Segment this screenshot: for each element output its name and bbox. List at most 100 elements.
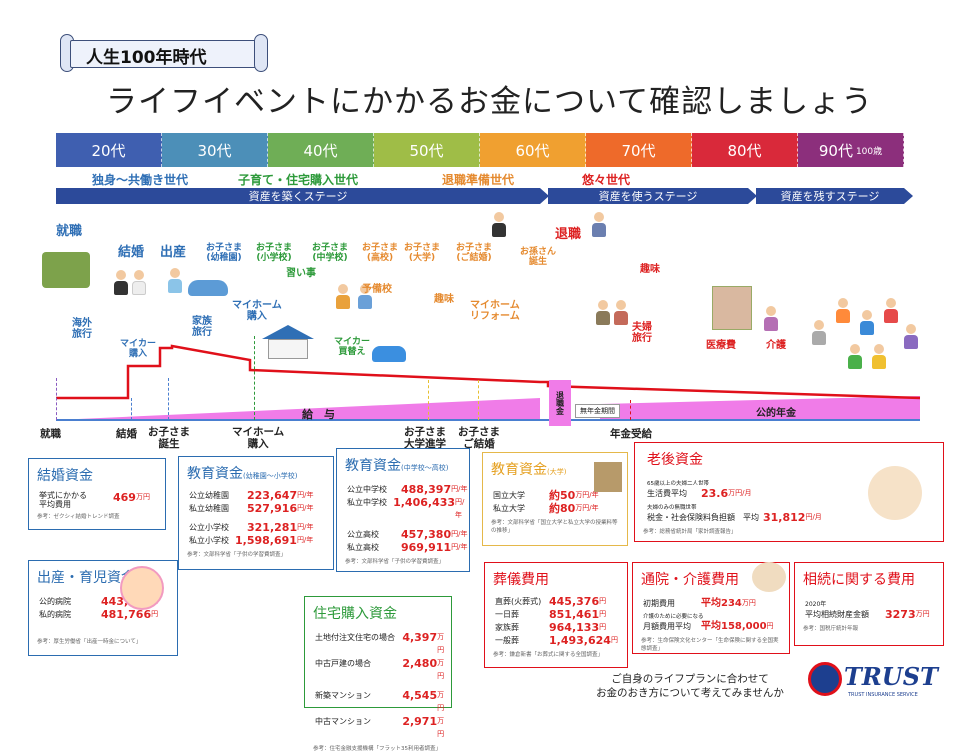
car-illustration — [372, 346, 406, 362]
age-label-3: 40代 — [303, 141, 338, 160]
age-segment-6: 70代 — [586, 133, 692, 167]
age-segment-1: 20代 — [56, 133, 162, 167]
age-last-suffix: 100歳 — [855, 146, 883, 157]
box-kyoiku-3-title: 教育資金 — [491, 462, 547, 478]
pension-area — [600, 396, 920, 420]
stage-label-3: 資産を残すステージ — [780, 190, 880, 203]
milestone-4: マイホーム 購入 — [232, 426, 285, 451]
age-label-2: 30代 — [197, 141, 232, 160]
box-kaigo-title: 通院・介護費用 — [641, 572, 739, 588]
age-label-6: 70代 — [621, 141, 656, 160]
elderly-couple-illustration — [868, 466, 922, 520]
stage-label-1: 資産を築くステージ — [248, 190, 348, 203]
age-label-4: 50代 — [409, 141, 444, 160]
box-jutaku-title: 住宅購入資金 — [313, 606, 397, 622]
event-kaigo: 介護 — [766, 340, 786, 351]
mother-baby-illustration — [120, 566, 164, 610]
age-label-8: 90代 — [818, 141, 853, 160]
age-segment-4: 50代 — [374, 133, 480, 167]
stage-bar-2: 資産を使うステージ — [548, 188, 757, 204]
event-myhome: マイホーム 購入 — [232, 300, 282, 322]
age-label-5: 60代 — [515, 141, 550, 160]
age-segment-7: 80代 — [692, 133, 798, 167]
event-naraigoto: 習い事 — [286, 268, 316, 279]
event-shussan: 出産 — [160, 245, 187, 260]
milestone-7: 年金受給 — [610, 428, 652, 440]
stage-bar-1: 資産を築くステージ — [56, 188, 549, 204]
event-child-2: お子さま (小学校) — [256, 243, 293, 263]
box-shussan-title: 出産・育児資金 — [37, 570, 135, 586]
event-kekkon: 結婚 — [118, 245, 145, 260]
event-mycar: マイカー 購入 — [120, 339, 157, 359]
event-child-3: お子さま (中学校) — [312, 243, 349, 263]
event-child-5: お子さま (大学) — [404, 243, 441, 263]
baby-figure — [168, 268, 182, 294]
guide-1 — [56, 378, 57, 420]
stage-bar-3: 資産を残すステージ — [756, 188, 913, 204]
event-mycar2: マイカー 買替え — [334, 337, 371, 357]
event-fufu: 夫婦 旅行 — [632, 322, 652, 344]
milestone-1: 就職 — [40, 428, 61, 440]
university-illustration — [594, 462, 622, 492]
event-reform: マイホーム リフォーム — [470, 300, 520, 322]
badge-text: 人生100年時代 — [86, 48, 207, 68]
guide-6 — [478, 380, 479, 420]
event-yobiko: 予備校 — [362, 284, 392, 295]
logo-subtext: TRUST INSURANCE SERVICE — [848, 692, 918, 698]
guide-7 — [630, 400, 631, 420]
salary-area — [56, 398, 540, 420]
salary-label: 給 与 — [302, 408, 335, 421]
box-kyoiku-2-title: 教育資金 — [345, 458, 401, 474]
scroll-paper — [70, 40, 260, 68]
guide-5 — [428, 380, 429, 420]
event-taishoku: 退職 — [555, 227, 582, 242]
groom-figure — [114, 270, 128, 296]
box-rogo-title: 老後資金 — [647, 452, 703, 468]
care-illustration — [752, 562, 786, 592]
milestone-5: お子さま 大学進学 — [404, 426, 446, 451]
event-child-1: お子さま (幼稚園) — [206, 243, 243, 263]
expense-line — [56, 344, 921, 400]
retiree-figure — [592, 212, 606, 238]
scroll-curl-right — [254, 34, 268, 72]
milestone-6: お子さま ご結婚 — [458, 426, 500, 451]
event-shumi2: 趣味 — [640, 264, 660, 275]
care-figure — [764, 306, 778, 332]
kid-figure-2 — [358, 284, 372, 310]
box-kekkon-title: 結婚資金 — [37, 468, 93, 484]
grandma-figure — [614, 300, 628, 326]
airplane-illustration — [188, 280, 228, 296]
age-segment-2: 30代 — [162, 133, 268, 167]
event-child-6: お子さま (ご結婚) — [456, 243, 493, 263]
grandpa-figure — [596, 300, 610, 326]
title-badge: 人生100年時代 — [58, 34, 268, 74]
kid-figure-1 — [336, 284, 350, 310]
event-kaigai: 海外 旅行 — [72, 318, 92, 340]
guide-4 — [254, 336, 255, 420]
stage-label-2: 資産を使うステージ — [598, 190, 698, 203]
event-iryo: 医療費 — [706, 340, 736, 351]
no-pension-label: 無年金期間 — [575, 404, 620, 418]
generation-1: 独身～共働き世代 — [92, 173, 189, 187]
trust-logo: TRUST TRUST INSURANCE SERVICE — [808, 656, 944, 708]
event-mago: お孫さん 誕生 — [520, 247, 557, 267]
milestone-3: お子さま 誕生 — [148, 426, 190, 451]
age-label-7: 80代 — [727, 141, 762, 160]
guide-2 — [131, 398, 132, 420]
income-chart — [56, 344, 921, 421]
bride-figure — [132, 270, 146, 296]
page-title: ライフイベントにかかるお金について確認しましょう — [106, 84, 874, 120]
box-sougi-title: 葬儀費用 — [493, 572, 549, 588]
office-illustration — [42, 252, 90, 288]
